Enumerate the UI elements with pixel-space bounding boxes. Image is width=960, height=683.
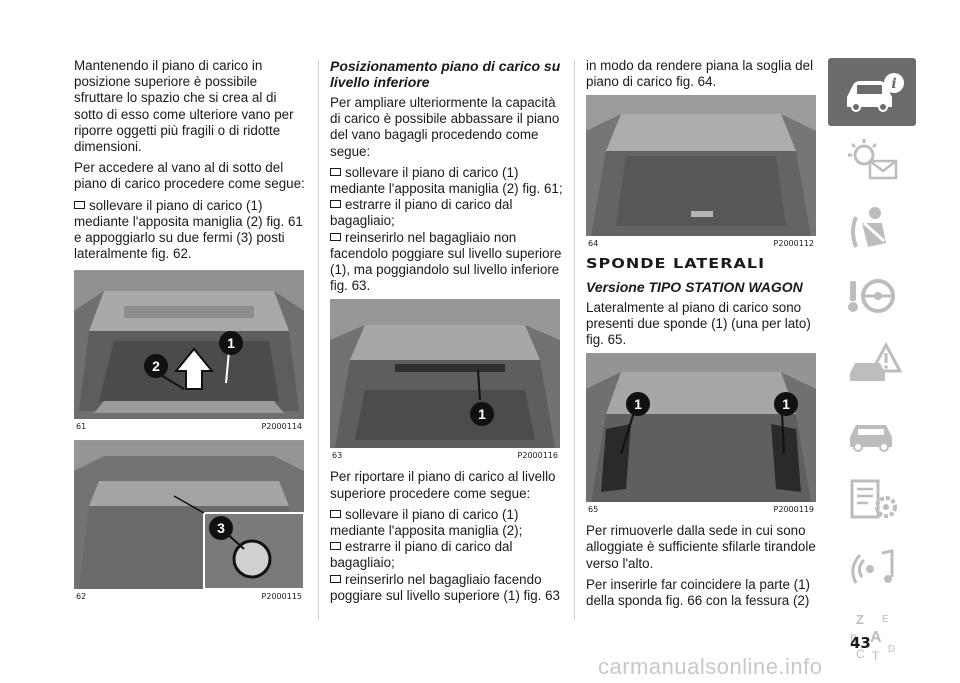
bullet-item: estrarre il piano di carico dal bagaglia… bbox=[330, 539, 513, 571]
figure-code: P2000114 bbox=[261, 422, 302, 432]
bullet-box-icon bbox=[330, 200, 341, 209]
paragraph: Per accedere al vano al di sotto del pia… bbox=[74, 160, 305, 192]
chapter-tab-technical-data[interactable] bbox=[828, 466, 916, 534]
bullet-box-icon bbox=[330, 232, 341, 241]
figure-code: P2000116 bbox=[517, 451, 558, 461]
trunk-photo bbox=[586, 96, 816, 237]
bullet-box-icon bbox=[330, 167, 341, 176]
bullet-item: sollevare il piano di carico (1) mediant… bbox=[74, 197, 303, 262]
figure-code: P2000119 bbox=[773, 505, 814, 515]
chapter-tab-dashboard[interactable] bbox=[828, 126, 916, 194]
svg-text:i: i bbox=[891, 76, 896, 92]
figure-64: 64 P2000112 bbox=[586, 95, 816, 249]
callout-2: 2 bbox=[144, 354, 168, 379]
callout-1: 1 bbox=[219, 331, 243, 356]
trunk-photo: 1 2 bbox=[74, 271, 304, 420]
figure-code: P2000112 bbox=[773, 239, 814, 249]
index-letter: T bbox=[872, 649, 880, 663]
trunk-photo: 3 bbox=[74, 441, 304, 590]
column-middle: Posizionamento piano di carico su livell… bbox=[330, 58, 563, 609]
paragraph: Lateralmente al piano di carico sono pre… bbox=[586, 299, 811, 348]
chapter-tab-safety[interactable] bbox=[828, 194, 916, 262]
callout-1: 1 bbox=[774, 392, 798, 417]
bullet-item: sollevare il piano di carico (1) mediant… bbox=[330, 164, 563, 197]
chapter-tab-multimedia[interactable] bbox=[828, 534, 916, 602]
bullet-box-icon bbox=[330, 574, 341, 583]
figure-number: 63 bbox=[332, 451, 343, 461]
trunk-photo: 1 bbox=[330, 300, 560, 449]
subheading: Posizionamento piano di carico su livell… bbox=[330, 58, 561, 90]
figure-code: P2000115 bbox=[261, 592, 302, 602]
paragraph: Per inserirle far coincidere la parte (1… bbox=[586, 576, 811, 609]
bullet-item: reinserirlo nel bagagliaio facendo poggi… bbox=[330, 571, 560, 603]
bullet-item: sollevare il piano di carico (1) mediant… bbox=[330, 506, 523, 539]
column-left: Mantenendo il piano di carico in posizio… bbox=[74, 58, 306, 610]
chapter-tab-maintenance[interactable] bbox=[828, 398, 916, 466]
chapter-tab-index[interactable]: Z E B A C T D bbox=[828, 602, 916, 670]
figure-63: 1 63 P2000116 bbox=[330, 299, 560, 461]
index-letter: D bbox=[888, 644, 895, 655]
figure-caption: 64 P2000112 bbox=[586, 236, 816, 249]
chapter-sidebar: i bbox=[828, 58, 916, 670]
bullet-box-icon bbox=[330, 542, 341, 551]
key-steering-icon bbox=[848, 279, 895, 313]
trunk-illustration bbox=[586, 96, 816, 237]
trunk-illustration bbox=[74, 271, 304, 420]
bullet-box-icon bbox=[330, 509, 341, 518]
figure-number: 62 bbox=[76, 592, 87, 602]
paragraph: Per rimuoverle dalla sede in cui sono al… bbox=[586, 523, 816, 571]
index-letter: B bbox=[850, 633, 857, 645]
index-letter: C bbox=[856, 647, 865, 661]
figure-caption: 61 P2000114 bbox=[74, 419, 304, 432]
paragraph: in modo da rendere piana la soglia del p… bbox=[586, 58, 814, 90]
figure-65: 1 1 65 P2000119 bbox=[586, 353, 816, 515]
watermark: carmanualsonline.info bbox=[598, 654, 823, 679]
trunk-illustration bbox=[586, 354, 816, 503]
section-title: SPONDE LATERALI bbox=[586, 255, 766, 272]
car-service-icon bbox=[850, 425, 892, 452]
figure-number: 61 bbox=[76, 422, 87, 432]
car-info-icon: i bbox=[847, 73, 904, 112]
paragraph: Mantenendo il piano di carico in posizio… bbox=[74, 58, 294, 155]
lights-message-icon bbox=[848, 139, 898, 180]
specs-gear-icon bbox=[850, 479, 897, 519]
column-divider bbox=[574, 60, 575, 620]
trunk-photo: 1 1 bbox=[586, 354, 816, 503]
subheading: Versione TIPO STATION WAGON bbox=[586, 278, 803, 295]
callout-3: 3 bbox=[209, 516, 233, 541]
bullet-item: reinserirlo nel bagagliaio non facendolo… bbox=[330, 229, 562, 294]
callout-1: 1 bbox=[626, 392, 650, 417]
figure-61: 1 2 61 P2000114 bbox=[74, 270, 304, 432]
trunk-illustration bbox=[74, 441, 304, 590]
figure-caption: 62 P2000115 bbox=[74, 589, 304, 602]
paragraph: Per ampliare ulteriormente la capacità d… bbox=[330, 95, 560, 159]
bullet-box-icon bbox=[74, 200, 85, 209]
index-letter: Z bbox=[856, 612, 864, 627]
figure-62: 3 62 P2000115 bbox=[74, 440, 304, 602]
index-letters-icon: Z E B A C T D bbox=[850, 612, 895, 663]
figure-caption: 63 P2000116 bbox=[330, 448, 560, 461]
chapter-tab-starting-driving[interactable] bbox=[828, 262, 916, 330]
trunk-illustration bbox=[330, 300, 560, 449]
chapter-tab-knowing-your-car[interactable]: i bbox=[828, 58, 916, 126]
paragraph: Per riportare il piano di carico al live… bbox=[330, 469, 556, 501]
index-letter: A bbox=[870, 629, 882, 646]
multimedia-icon bbox=[851, 549, 894, 584]
page-number: 43 bbox=[850, 634, 871, 652]
figure-caption: 65 P2000119 bbox=[586, 502, 816, 515]
callout-1: 1 bbox=[470, 402, 494, 427]
seat-airbag-icon bbox=[851, 207, 886, 248]
chapter-tab-emergency[interactable] bbox=[828, 330, 916, 398]
index-letter: E bbox=[882, 614, 889, 625]
figure-number: 64 bbox=[588, 239, 599, 249]
column-divider bbox=[318, 60, 319, 620]
bullet-item: estrarre il piano di carico dal bagaglia… bbox=[330, 197, 513, 229]
column-right: in modo da rendere piana la soglia del p… bbox=[586, 58, 816, 614]
figure-number: 65 bbox=[588, 505, 599, 515]
car-warning-icon bbox=[850, 341, 902, 381]
